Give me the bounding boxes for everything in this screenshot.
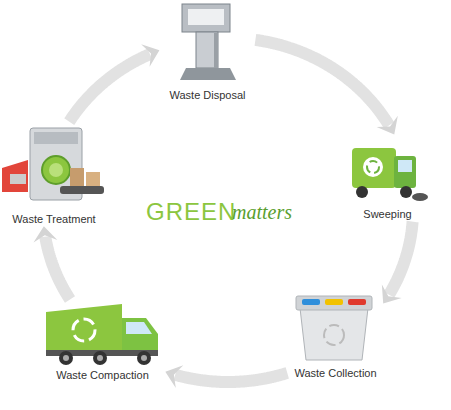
chute-shaft <box>196 32 218 68</box>
feed-slot <box>10 174 26 184</box>
recycle-symbol <box>324 325 344 345</box>
bin-lid <box>296 296 372 310</box>
wheel <box>356 186 368 198</box>
hub <box>141 355 147 361</box>
stage-node: Waste Collection <box>288 288 383 380</box>
truck-cab <box>122 318 158 352</box>
yellow-slot <box>325 299 343 305</box>
stage-node: Waste Disposal <box>160 0 255 102</box>
wheel <box>137 351 151 365</box>
red-slot <box>348 299 366 305</box>
recycle-symbol <box>367 161 379 173</box>
stage-label: Waste Compaction <box>56 369 149 382</box>
arrow-head <box>141 44 159 66</box>
stage-label: Waste Treatment <box>12 213 95 226</box>
machine-panel <box>34 132 78 144</box>
stage-node: Waste Treatment <box>0 122 108 226</box>
sweeper-body <box>352 148 396 188</box>
ring-segment <box>255 40 389 126</box>
hub <box>97 355 103 361</box>
compactor-truck-icon <box>46 304 158 365</box>
wheel <box>59 351 73 365</box>
brand-script: matters <box>232 201 292 224</box>
treatment-machine-icon <box>2 128 104 200</box>
ring-segment <box>69 54 150 122</box>
ring-segment <box>175 373 287 382</box>
cycle-arrow <box>165 365 287 388</box>
disposal-chute-icon <box>180 4 236 80</box>
wheel <box>93 351 107 365</box>
arrow-head <box>34 226 58 242</box>
chute-opening <box>188 9 224 25</box>
feed-unit <box>2 160 28 192</box>
stage-label: Sweeping <box>363 208 411 221</box>
sweeper-cab <box>394 156 416 188</box>
truck-window <box>126 322 152 334</box>
cycle-arrow <box>69 44 159 121</box>
arrow-head <box>165 365 183 388</box>
arrow-head <box>377 116 398 135</box>
sweeper-brush <box>412 193 428 201</box>
cycle-arrow <box>34 226 70 299</box>
sweeper-truck-icon <box>352 148 428 201</box>
cycle-arrow <box>382 222 413 304</box>
machine-drum <box>42 156 70 184</box>
cardboard-box <box>86 172 100 186</box>
chute-hood <box>182 4 230 32</box>
recycle-symbol <box>73 319 95 341</box>
truck-body <box>46 304 122 352</box>
recycling-bin-icon <box>296 296 372 360</box>
recycle-badge <box>363 157 383 177</box>
wheel <box>400 186 412 198</box>
stage-label: Waste Disposal <box>169 89 245 102</box>
drum-center <box>49 163 63 177</box>
stage-label: Waste Collection <box>294 367 376 380</box>
sweeper-window <box>398 160 412 172</box>
chute-base <box>180 68 236 80</box>
arrow-head <box>382 284 402 303</box>
bin-body <box>300 308 368 360</box>
ring-segment <box>389 222 413 295</box>
stage-node: Waste Compaction <box>40 300 165 382</box>
hub <box>63 355 69 361</box>
cardboard-box <box>70 168 84 186</box>
cycle-arrow <box>255 40 397 135</box>
conveyor-belt <box>60 186 104 194</box>
blue-slot <box>302 299 320 305</box>
ring-segment <box>45 237 70 300</box>
chute-shade <box>214 33 218 68</box>
stage-node: Sweeping <box>345 135 430 221</box>
brand-word: GREEN <box>146 198 236 226</box>
